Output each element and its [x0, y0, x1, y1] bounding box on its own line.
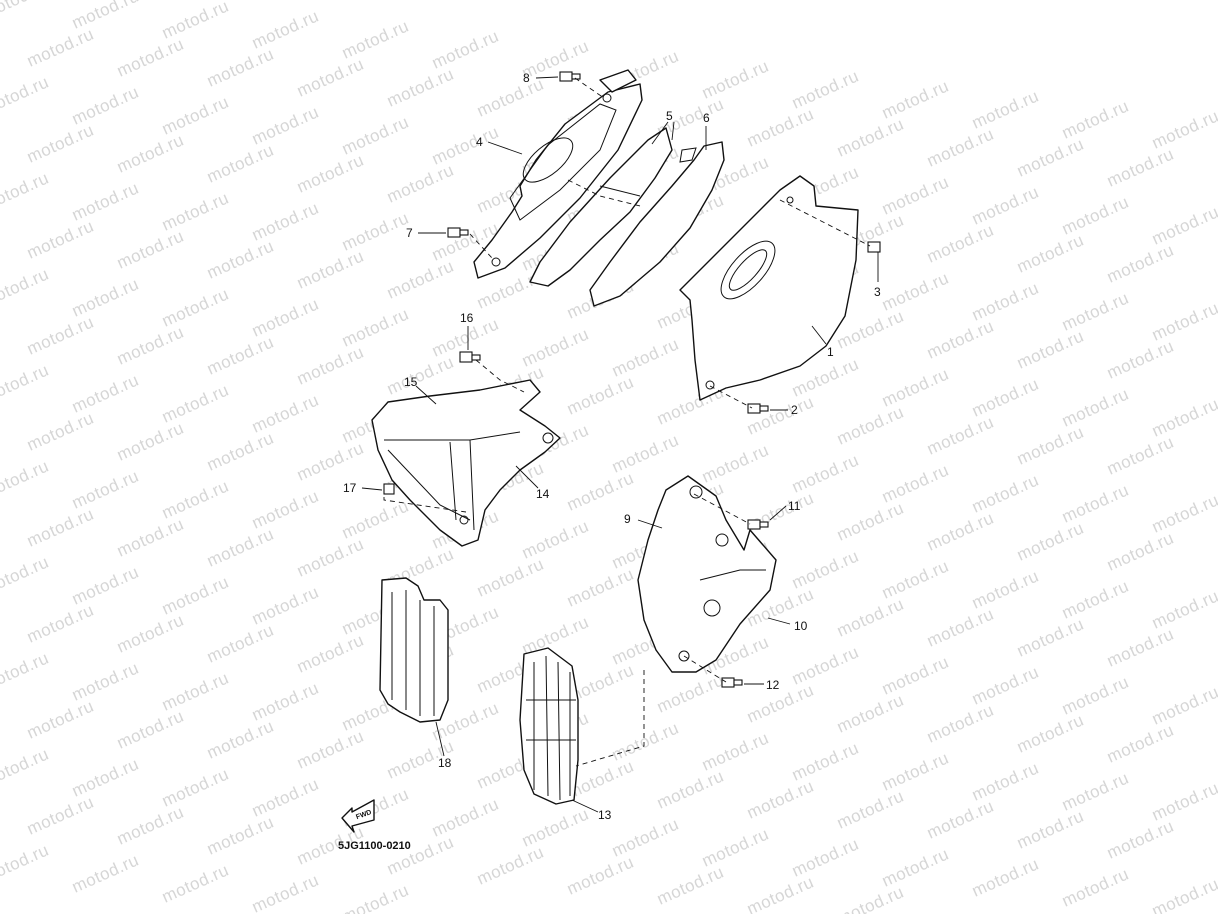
callout-4: 4 [476, 135, 483, 149]
callout-8: 8 [523, 71, 530, 85]
assembly-lines [383, 77, 871, 767]
part-1-side-cover [679, 175, 859, 401]
bolt-7 [447, 227, 469, 238]
bolt-8 [559, 71, 581, 82]
callout-7: 7 [406, 226, 413, 240]
part-4-side-cover [473, 69, 643, 279]
diagram-code: 5JG1100-0210 [338, 840, 411, 852]
part-15-14-shroud [371, 379, 561, 547]
part-5-strip [529, 127, 673, 287]
part-9-10-shroud [637, 475, 777, 673]
callout-6: 6 [703, 111, 710, 125]
callout-17: 17 [343, 481, 357, 495]
part-13-radiator-guard [519, 647, 579, 805]
part-18-radiator [379, 577, 449, 723]
bolt-12 [721, 677, 743, 688]
callout-11: 11 [788, 499, 801, 513]
bolt-11 [747, 519, 769, 530]
callout-10: 10 [794, 619, 808, 633]
fwd-arrow-icon: FWD [341, 799, 375, 833]
callout-labels: 8 4 5 6 7 3 1 2 16 15 14 17 9 11 10 12 1… [343, 71, 881, 822]
callout-2: 2 [791, 403, 798, 417]
leader-lines [361, 76, 879, 813]
callout-14: 14 [536, 487, 550, 501]
callout-1: 1 [827, 345, 834, 359]
bolt-2 [747, 403, 769, 414]
callout-9: 9 [624, 512, 631, 526]
callout-18: 18 [438, 756, 452, 770]
callout-12: 12 [766, 678, 780, 692]
callout-15: 15 [404, 375, 418, 389]
callout-3: 3 [874, 285, 881, 299]
part-6-strip [589, 141, 725, 307]
bolts [383, 71, 881, 688]
callout-5: 5 [666, 109, 673, 123]
bolt-3 [867, 241, 881, 253]
callout-16: 16 [460, 311, 474, 325]
callout-13: 13 [598, 808, 612, 822]
bolt-17 [383, 483, 395, 495]
